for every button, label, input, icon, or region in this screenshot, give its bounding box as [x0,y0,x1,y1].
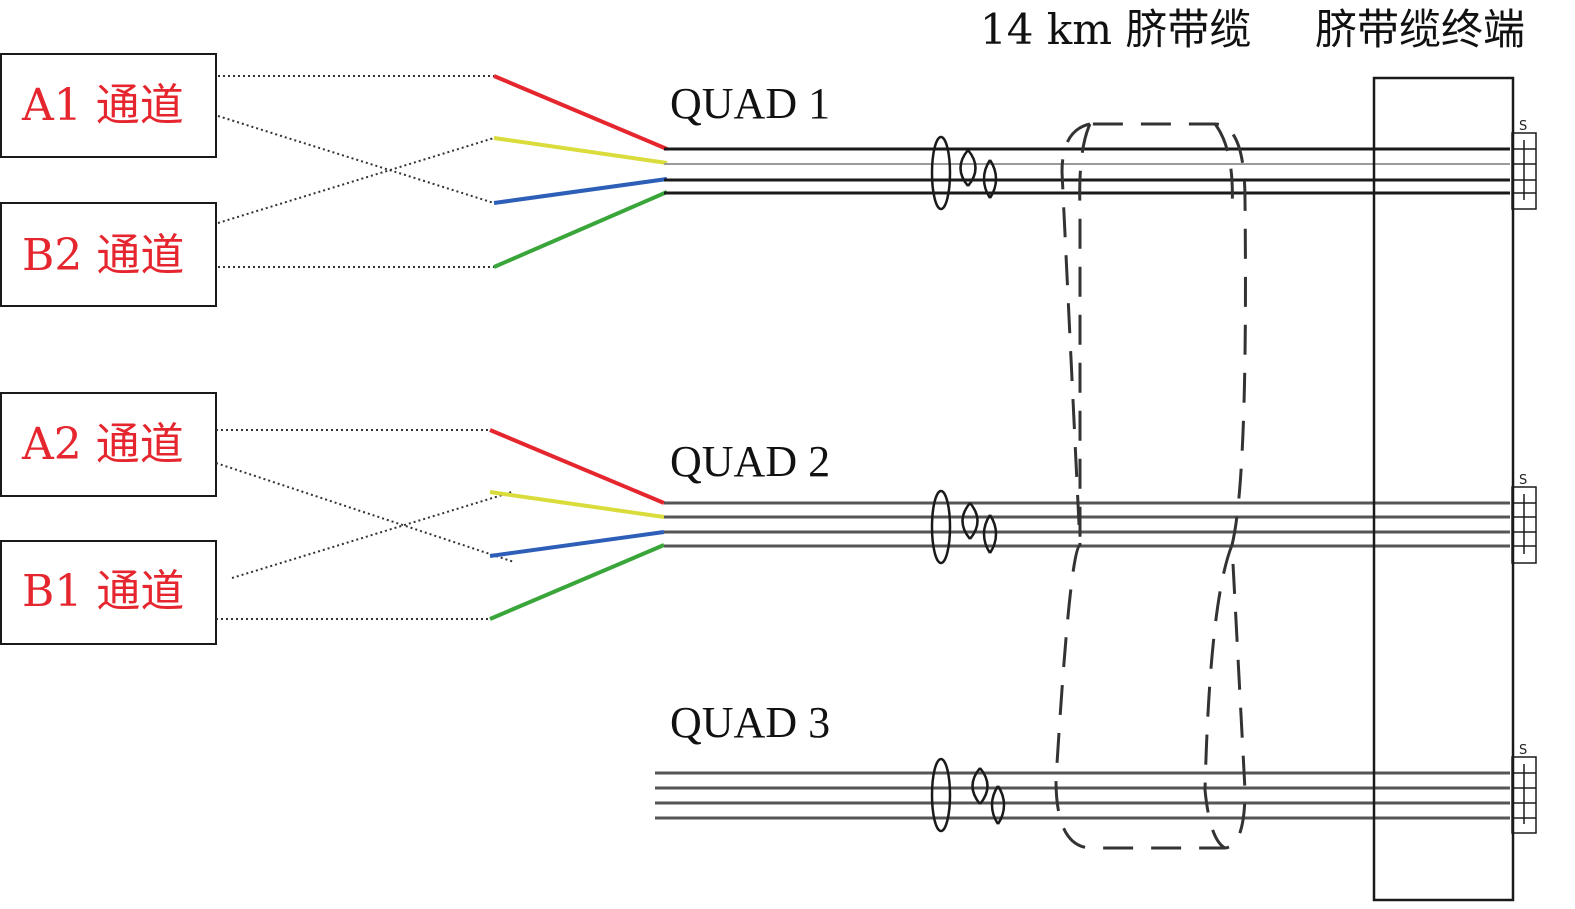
quad2-conductors [664,501,1510,548]
terminal-connector-quad1 [1511,132,1537,210]
quad1-conductors [664,147,1510,195]
terminal-mark-quad3: S [1519,743,1527,758]
dotted-connections-1 [217,75,495,268]
terminal-connector-quad3 [1511,756,1537,834]
quad-label-1: QUAD 1 [670,79,830,128]
twist-symbol-quad2 [930,489,998,565]
colored-wires-quad1 [493,74,668,269]
umbilical-cable-outline [1054,122,1247,850]
dotted-connections-2 [215,429,515,620]
terminal-mark-quad1: S [1519,119,1527,134]
quad3-conductors [655,771,1510,820]
terminal-label: 脐带缆终端 [1315,5,1525,54]
cable-length-label: 14 km 脐带缆 [980,5,1251,54]
channel-box-b2: B2 通道 [0,202,217,307]
twist-symbol-quad3 [930,757,1006,833]
umbilical-terminal-box [1372,76,1515,902]
channel-box-a1: A1 通道 [0,53,217,158]
terminal-mark-quad2: S [1519,473,1527,488]
channel-label-a2: A2 通道 [21,419,184,470]
colored-wires-quad2 [489,428,665,621]
quad-label-3: QUAD 3 [670,698,830,747]
terminal-connector-quad2 [1511,486,1537,564]
channel-label-b1: B1 通道 [22,566,184,617]
channel-label-a1: A1 通道 [21,80,184,131]
channel-label-b2: B2 通道 [22,230,184,281]
twist-symbol-quad1 [930,135,998,211]
quad-label-2: QUAD 2 [670,437,830,486]
channel-box-a2: A2 通道 [0,392,217,497]
channel-box-b1: B1 通道 [0,540,217,645]
